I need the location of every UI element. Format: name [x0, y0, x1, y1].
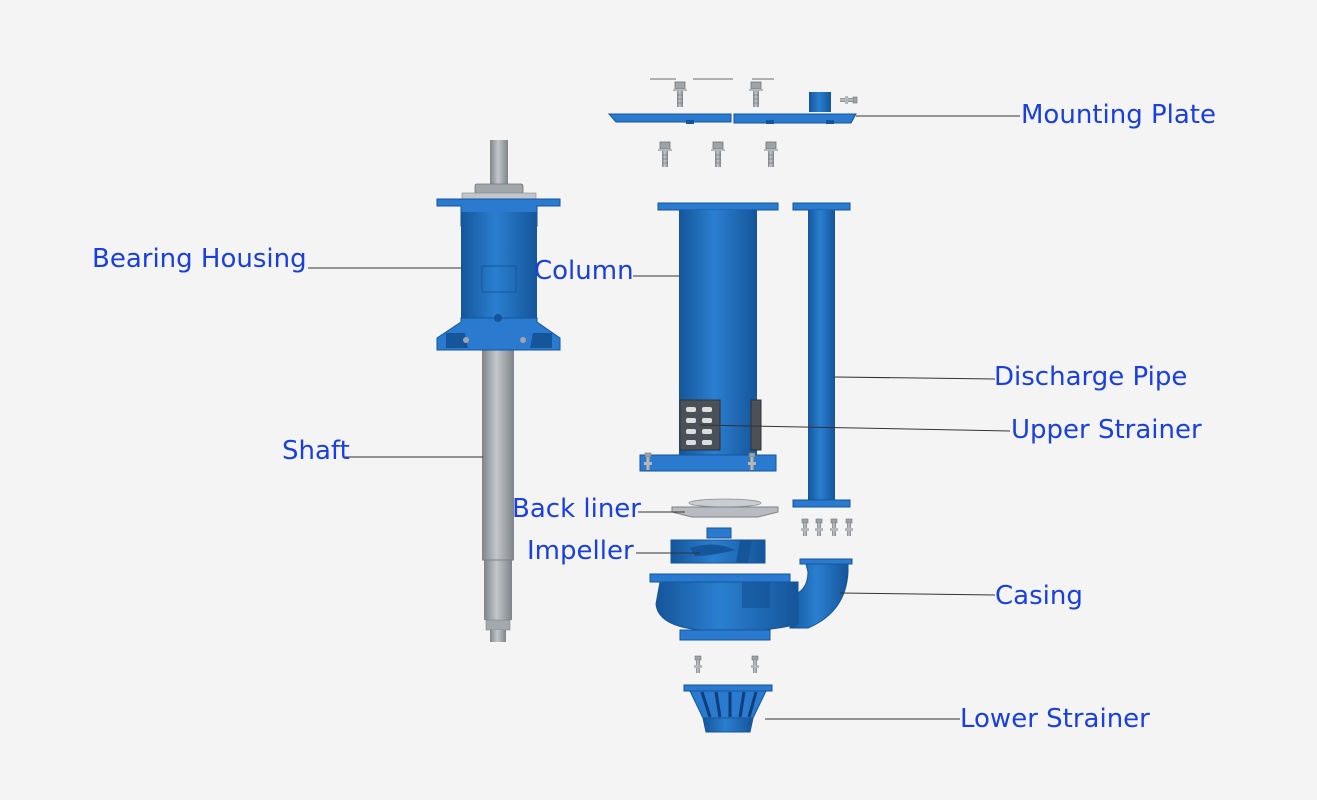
mounting-plate-label: Mounting Plate — [1021, 100, 1216, 130]
back-liner-label: Back liner — [512, 494, 641, 524]
discharge-pipe-part — [792, 202, 851, 508]
casing-bolts — [693, 655, 760, 674]
impeller-part — [670, 527, 766, 564]
shaft-label: Shaft — [282, 436, 350, 466]
leader-upper-strainer — [699, 424, 1011, 432]
mounting-plate-part — [607, 78, 858, 124]
leader-discharge-pipe — [834, 376, 996, 380]
casing-part — [649, 558, 853, 641]
lower-strainer-part — [683, 684, 773, 733]
impeller-label: Impeller — [527, 536, 634, 566]
casing-label: Casing — [995, 581, 1083, 611]
bearing-housing-label: Bearing Housing — [92, 244, 307, 274]
discharge-bolts — [800, 518, 854, 537]
shaft-part — [482, 140, 514, 642]
back-liner-part — [671, 498, 779, 518]
bearing-housing-part — [436, 183, 561, 351]
column-bolts — [657, 141, 779, 168]
leader-casing — [839, 592, 996, 596]
lower-strainer-label: Lower Strainer — [960, 704, 1150, 734]
discharge-pipe-label: Discharge Pipe — [994, 362, 1188, 392]
column-label: Column — [534, 256, 634, 286]
upper-strainer-label: Upper Strainer — [1011, 415, 1202, 445]
